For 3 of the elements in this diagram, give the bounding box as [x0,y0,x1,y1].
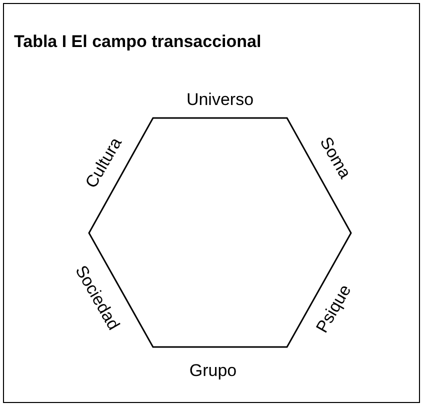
side-label: Universo [186,90,254,110]
side-label: Grupo [189,361,237,381]
title: Tabla I El campo transaccional [14,32,262,52]
